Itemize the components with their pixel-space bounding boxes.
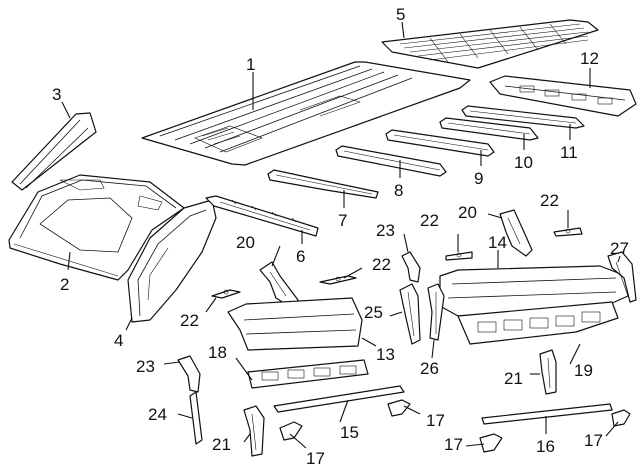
part-17-bracket-d	[611, 409, 631, 427]
part-21-pillar-right	[539, 349, 557, 395]
part-15-lower-rail	[273, 385, 405, 413]
part-9-roof-bow	[385, 129, 495, 157]
part-20-bracket-right	[499, 209, 533, 257]
part-24-rail	[189, 391, 203, 445]
part-3-a-pillar	[11, 112, 97, 191]
part-5-roof-panel	[381, 19, 599, 69]
callout-14: 14	[488, 233, 507, 252]
part-21-pillar-left	[243, 405, 265, 457]
part-11-roof-bow	[461, 105, 585, 129]
callout-labels: 1 2 3 4 5 6 7 8 9 10 11 12 13 14 15 16 1…	[52, 5, 629, 468]
part-13-side-panel	[227, 297, 363, 351]
part-10-roof-bow	[439, 117, 539, 141]
callout-24: 24	[148, 405, 167, 424]
part-17-bracket-b	[387, 399, 411, 417]
callout-2: 2	[60, 275, 69, 294]
part-18-lower-panel	[247, 359, 369, 389]
callout-17-c: 17	[444, 435, 463, 454]
callout-17-b: 17	[426, 411, 445, 430]
part-26-pillar	[427, 283, 445, 341]
part-23-bracket-upper	[401, 251, 421, 283]
callout-23-b: 23	[136, 357, 155, 376]
callout-5: 5	[396, 5, 405, 24]
callout-27: 27	[610, 239, 629, 258]
callout-7: 7	[338, 211, 347, 230]
callout-22-d: 22	[540, 191, 559, 210]
callout-10: 10	[514, 153, 533, 172]
callout-17-a: 17	[306, 449, 325, 468]
part-25-pillar	[399, 283, 421, 345]
callout-25: 25	[364, 303, 383, 322]
callout-21-a: 21	[212, 435, 231, 454]
callout-18: 18	[208, 343, 227, 362]
part-6-roof-bow	[205, 195, 319, 237]
callout-4: 4	[114, 331, 123, 350]
callout-12: 12	[580, 49, 599, 68]
callout-22-c: 22	[420, 211, 439, 230]
callout-22-a: 22	[180, 311, 199, 330]
callout-21-b: 21	[504, 369, 523, 388]
part-17-bracket-a	[279, 421, 303, 441]
part-12-rear-header	[489, 75, 637, 117]
part-4-arch-rail	[127, 199, 217, 323]
callout-15: 15	[340, 423, 359, 442]
callout-16: 16	[536, 437, 555, 456]
callout-1: 1	[246, 55, 255, 74]
callout-23-a: 23	[376, 221, 395, 240]
part-2-front-panel	[8, 174, 185, 281]
part-19-lower-panel	[457, 301, 619, 345]
part-7-roof-bow	[267, 169, 379, 199]
part-16-lower-rail	[481, 403, 613, 425]
part-27-corner-bracket	[607, 251, 637, 303]
part-8-roof-bow	[335, 145, 447, 177]
callout-26: 26	[420, 359, 439, 378]
part-22-clip-c	[445, 251, 473, 261]
part-17-bracket-c	[479, 433, 503, 453]
callout-13: 13	[376, 345, 395, 364]
callout-11: 11	[560, 143, 578, 162]
callout-17-d: 17	[584, 431, 603, 450]
callout-8: 8	[394, 181, 403, 200]
callout-3: 3	[52, 85, 61, 104]
part-1-roof-panel	[141, 61, 471, 166]
part-23-bracket-lower	[177, 355, 201, 393]
callout-6: 6	[296, 247, 305, 266]
callout-20-b: 20	[458, 203, 477, 222]
callout-22-b: 22	[372, 255, 391, 274]
part-22-clip-d	[553, 227, 583, 237]
part-22-clip-b	[319, 275, 357, 285]
leader-lines	[61, 21, 621, 449]
callout-9: 9	[474, 169, 483, 188]
part-22-clip-a	[211, 289, 241, 299]
callout-20-a: 20	[236, 233, 255, 252]
callout-19: 19	[574, 361, 593, 380]
